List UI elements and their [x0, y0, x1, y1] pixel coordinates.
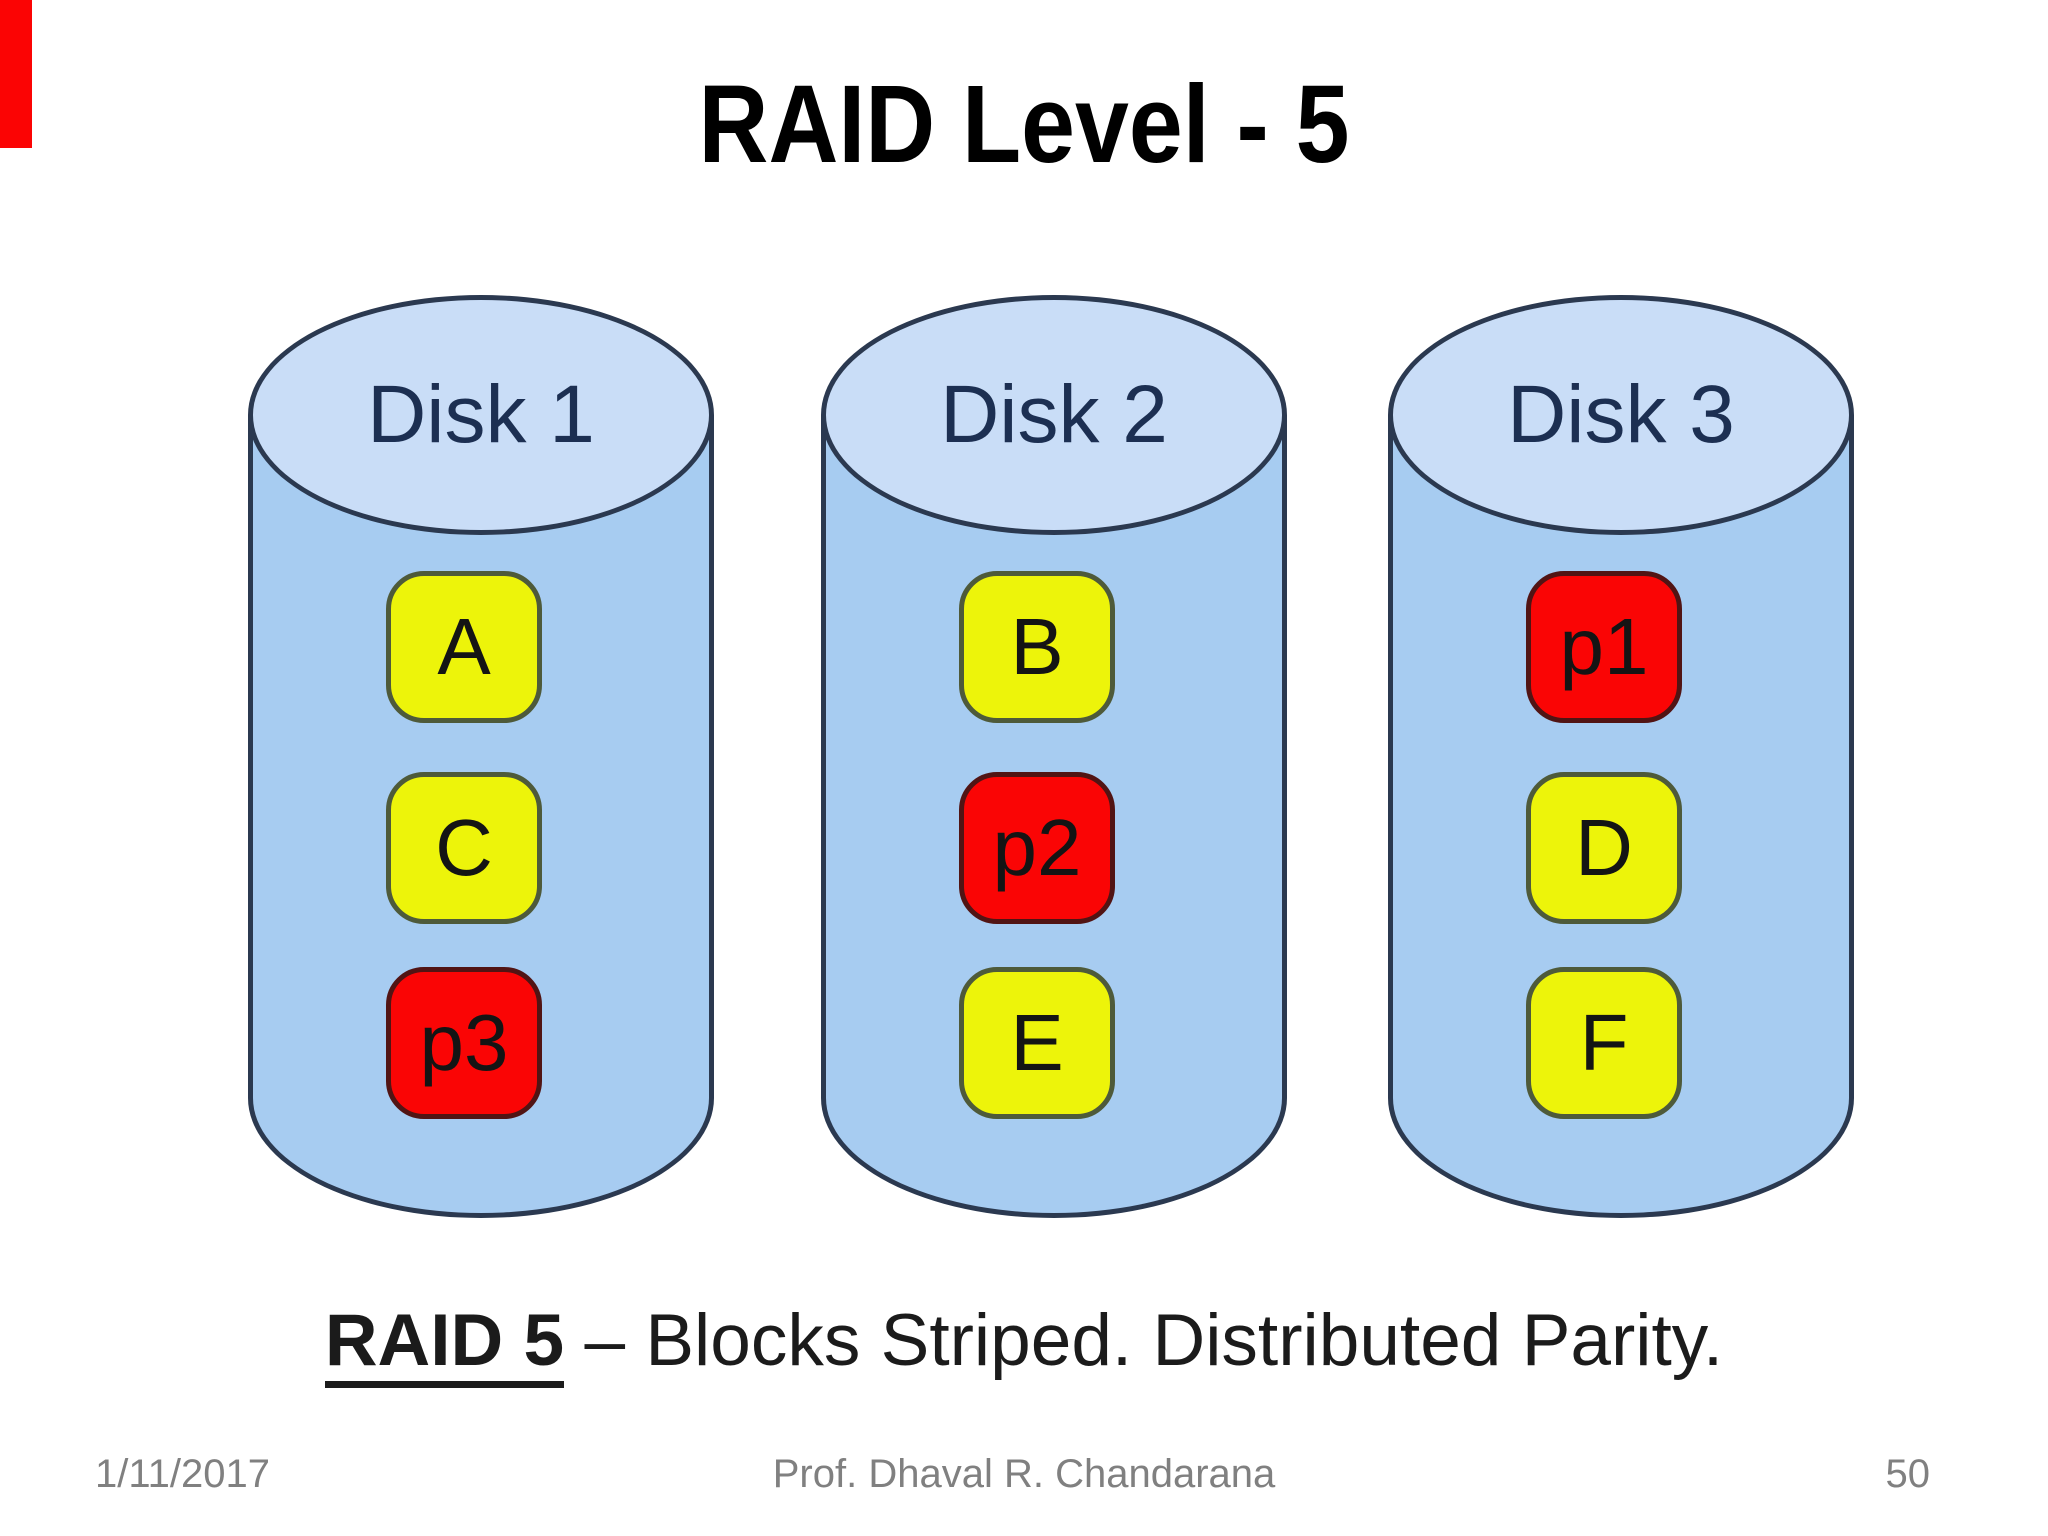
disk-cylinder-1: Disk 1 A C p3 [248, 295, 714, 1218]
disk-3-cylinder-top: Disk 3 [1388, 295, 1854, 535]
footer-author: Prof. Dhaval R. Chandarana [772, 1452, 1276, 1496]
block-label: E [1010, 998, 1064, 1087]
disk-2-label: Disk 2 [940, 369, 1168, 460]
block-label: A [437, 602, 491, 691]
footer-page-number: 50 [1885, 1452, 1931, 1496]
disk-1-label: Disk 1 [367, 369, 595, 460]
caption-text: – Blocks Striped. Distributed Parity. [564, 1300, 1724, 1381]
disk-2-block-p2: p2 [959, 772, 1115, 924]
disk-cylinder-2: Disk 2 B p2 E [821, 295, 1287, 1218]
disk-2-block-B: B [959, 571, 1115, 723]
disk-3-label: Disk 3 [1507, 369, 1735, 460]
disk-cylinder-3: Disk 3 p1 D F [1388, 295, 1854, 1218]
slide-title: RAID Level - 5 [698, 63, 1350, 186]
disk-1-block-p3: p3 [386, 967, 542, 1119]
disk-1-cylinder-top: Disk 1 [248, 295, 714, 535]
block-label: p1 [1559, 602, 1649, 691]
block-label: p2 [992, 803, 1082, 892]
caption-raid5-underlined: RAID 5 [324, 1301, 565, 1388]
footer-date: 1/11/2017 [95, 1452, 270, 1496]
disk-3-block-D: D [1526, 772, 1682, 924]
disk-3-block-F: F [1526, 967, 1682, 1119]
block-label: F [1579, 998, 1629, 1087]
caption: RAID 5 – Blocks Striped. Distributed Par… [0, 1293, 2048, 1388]
block-label: D [1575, 803, 1633, 892]
block-label: B [1010, 602, 1064, 691]
disk-1-block-A: A [386, 571, 542, 723]
block-label: C [435, 803, 493, 892]
disk-1-block-C: C [386, 772, 542, 924]
disk-2-cylinder-top: Disk 2 [821, 295, 1287, 535]
disk-3-block-p1: p1 [1526, 571, 1682, 723]
disk-2-block-E: E [959, 967, 1115, 1119]
block-label: p3 [419, 998, 509, 1087]
red-corner-mark [0, 0, 32, 148]
